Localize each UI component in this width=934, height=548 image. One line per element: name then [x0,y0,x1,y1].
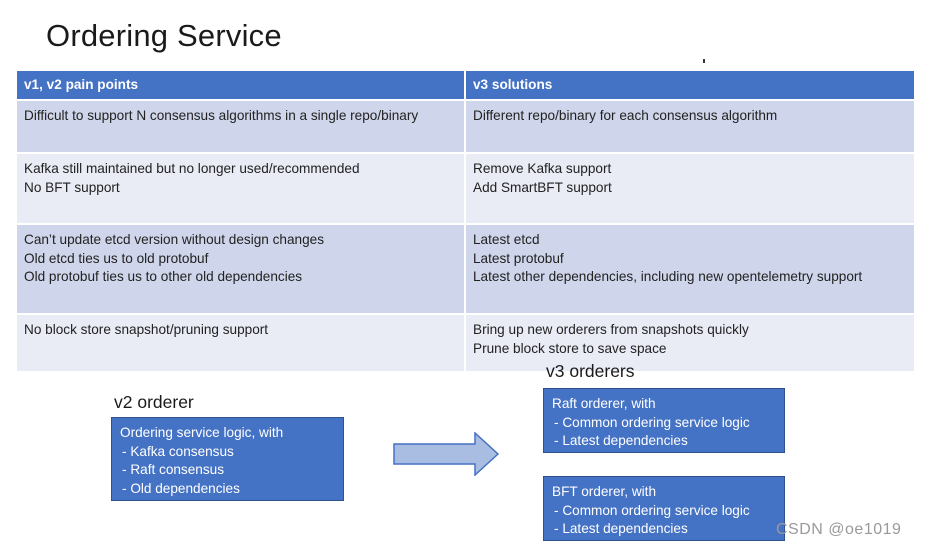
pain-cell: No block store snapshot/pruning support [15,313,466,373]
box-item: Latest dependencies [552,520,776,539]
cell-line: Can’t update etcd version without design… [24,232,325,247]
cell-line: Add SmartBFT support [473,179,612,195]
pain-cell: Kafka still maintained but no longer use… [15,152,466,225]
box-item: Common ordering service logic [552,414,776,433]
solution-cell: Different repo/binary for each consensus… [464,99,916,154]
v3-orderers-label: v3 orderers [546,361,635,381]
box-heading: Ordering service logic, with [120,425,284,440]
raft-orderer-box: Raft orderer, with Common ordering servi… [543,388,785,453]
box-item: Latest dependencies [552,432,776,451]
box-item: Old dependencies [120,480,335,499]
table-row: Can’t update etcd version without design… [15,223,916,315]
solution-cell: Bring up new orderers from snapshots qui… [464,313,916,373]
box-heading: Raft orderer, with [552,396,656,411]
cell-line: Old etcd ties us to old protobuf [24,250,209,266]
pain-cell: Can’t update etcd version without design… [15,223,466,315]
cell-line: No block store snapshot/pruning support [24,322,269,337]
stray-mark [703,59,705,63]
cell-line: Prune block store to save space [473,340,667,356]
table-header-row: v1, v2 pain points v3 solutions [15,69,916,101]
bft-orderer-box: BFT orderer, with Common ordering servic… [543,476,785,541]
v2-orderer-label: v2 orderer [114,392,194,412]
right-arrow-icon [393,432,500,476]
cell-line: Latest protobuf [473,250,564,266]
solution-cell: Latest etcd Latest protobuf Latest other… [464,223,916,315]
box-item: Common ordering service logic [552,502,776,521]
cell-line: Latest etcd [473,232,540,247]
cell-line: Bring up new orderers from snapshots qui… [473,322,749,337]
cell-line: Old protobuf ties us to other old depend… [24,269,303,284]
header-pain-points: v1, v2 pain points [15,69,466,101]
cell-line: Difficult to support N consensus algorit… [24,108,419,123]
comparison-table: v1, v2 pain points v3 solutions Difficul… [15,69,916,373]
cell-line: Latest other dependencies, including new… [473,269,863,284]
table-row: No block store snapshot/pruning support … [15,313,916,373]
cell-line: Kafka still maintained but no longer use… [24,161,360,176]
cell-line: No BFT support [24,179,120,195]
cell-line: Remove Kafka support [473,161,612,176]
solution-cell: Remove Kafka support Add SmartBFT suppor… [464,152,916,225]
watermark: CSDN @oe1019 [776,521,902,538]
v2-orderer-box: Ordering service logic, with Kafka conse… [111,417,344,501]
box-item: Raft consensus [120,461,335,480]
cell-line: Different repo/binary for each consensus… [473,108,778,123]
table-row: Kafka still maintained but no longer use… [15,152,916,225]
slide-title: Ordering Service [46,18,282,53]
box-item: Kafka consensus [120,443,335,462]
pain-cell: Difficult to support N consensus algorit… [15,99,466,154]
table-row: Difficult to support N consensus algorit… [15,99,916,154]
header-v3-solutions: v3 solutions [464,69,916,101]
box-heading: BFT orderer, with [552,484,657,499]
